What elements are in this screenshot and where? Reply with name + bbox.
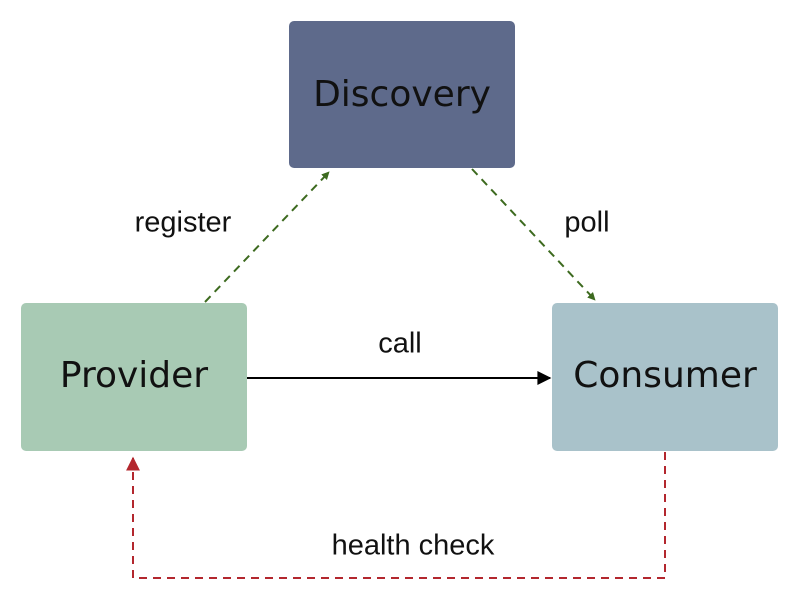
edge-register-label: register — [135, 207, 232, 239]
node-consumer-label: Consumer — [573, 355, 757, 396]
edge-call-label: call — [378, 328, 422, 360]
edge-health-check-line — [126, 452, 666, 579]
node-provider-label: Provider — [60, 355, 208, 396]
node-discovery-label: Discovery — [313, 74, 491, 115]
node-consumer-box — [552, 303, 778, 451]
edge-poll — [471, 168, 596, 301]
edge-register-line — [204, 171, 330, 303]
edge-poll-label: poll — [564, 207, 609, 239]
edge-poll-line — [471, 168, 596, 301]
edge-health-check-label: health check — [332, 530, 495, 562]
node-discovery-box — [289, 21, 515, 168]
node-provider: Provider — [21, 303, 247, 451]
node-provider-box — [21, 303, 247, 451]
node-discovery: Discovery — [289, 21, 515, 168]
edge-register — [204, 171, 330, 303]
node-consumer: Consumer — [552, 303, 778, 451]
edge-health-check — [126, 452, 666, 579]
